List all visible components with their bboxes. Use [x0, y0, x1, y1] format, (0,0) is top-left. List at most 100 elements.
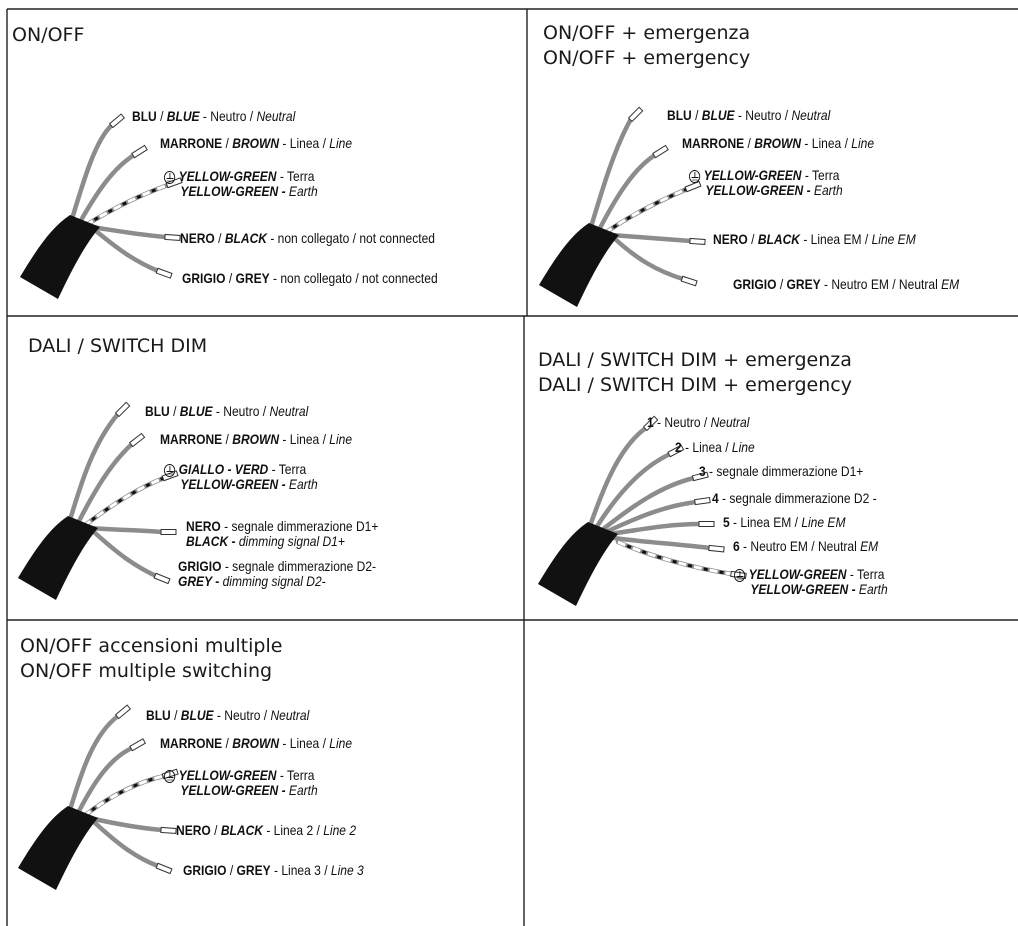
earth-ground-icon: [164, 171, 176, 184]
wire: [608, 232, 706, 246]
wire-label-line: GREY - dimming signal D2-: [178, 574, 376, 589]
wire-stripped-end: [164, 233, 181, 242]
wire: [602, 180, 702, 236]
wire-stripped-end: [160, 529, 177, 535]
earth-ground-icon: [164, 770, 176, 783]
wire-stripped-end: [155, 267, 173, 279]
wire: [69, 113, 126, 222]
label-segment: NERO: [186, 518, 221, 534]
label-segment: - Neutro EM / Neutral: [820, 276, 942, 292]
wire-stripped-end: [128, 432, 146, 448]
wire-stripped-end: [160, 826, 177, 835]
wire: [612, 236, 698, 287]
wire-stripped-end: [129, 738, 147, 752]
label-segment: /: [173, 403, 180, 419]
label-segment: /: [695, 107, 702, 123]
label-segment: Earth: [288, 183, 318, 199]
wire-label: MARRONE / BROWN - Linea / Line: [160, 736, 352, 751]
label-segment: MARRONE: [160, 735, 223, 751]
label-segment: YELLOW-GREEN -: [180, 476, 289, 492]
wire-label: 5 - Linea EM / Line EM: [723, 515, 845, 530]
label-segment: BROWN: [232, 735, 280, 751]
label-segment: /: [751, 231, 758, 247]
label-segment: Line EM: [871, 231, 916, 247]
label-segment: Line: [329, 431, 353, 447]
wire-stripped-end: [153, 572, 171, 585]
cable-sheath: [539, 223, 619, 307]
wire-label: BLU / BLUE - Neutro / Neutral: [667, 108, 830, 123]
label-segment: Line: [329, 735, 353, 751]
wire-label-line: YELLOW-GREEN - Earth: [689, 183, 842, 198]
label-segment: GREY -: [178, 573, 223, 589]
wire: [599, 471, 709, 533]
cable-sheath: [18, 806, 98, 890]
earth-ground-icon: [689, 170, 701, 183]
label-segment: YELLOW-GREEN -: [180, 183, 289, 199]
wire-stripped-end: [114, 401, 131, 418]
label-segment: YELLOW-GREEN: [703, 167, 802, 183]
wire-stripped-end: [642, 415, 659, 432]
cable-diagram: [20, 113, 183, 299]
label-segment: dimming signal D2-: [222, 573, 326, 589]
wire-label-line: YELLOW-GREEN - Terra: [164, 169, 318, 184]
earth-ground-icon: [164, 464, 176, 477]
label-segment: 4: [712, 490, 719, 506]
label-segment: 5: [723, 514, 730, 530]
wire-label: MARRONE / BROWN - Linea / Line: [160, 432, 352, 447]
wire-stripped-end: [698, 521, 715, 527]
panel-title: ON/OFF + emergenza: [543, 22, 751, 44]
label-segment: Earth: [288, 476, 318, 492]
label-segment: Line: [851, 135, 875, 151]
wire-label: NERO / BLACK - non collegato / not conne…: [180, 231, 435, 246]
wire-stripped-end: [684, 180, 702, 193]
label-segment: Line: [329, 135, 353, 151]
label-segment: GRIGIO: [182, 270, 226, 286]
wire: [67, 704, 132, 813]
wire: [596, 144, 669, 233]
label-segment: - segnale dimmerazione D2 -: [718, 490, 877, 506]
label-segment: GREY: [786, 276, 821, 292]
label-segment: - Linea /: [801, 135, 852, 151]
wire-label: MARRONE / BROWN - Linea / Line: [160, 136, 352, 151]
wire: [611, 535, 725, 553]
wire-stripped-end: [667, 444, 685, 458]
label-segment: /: [225, 431, 233, 447]
wire-label-line: YELLOW-GREEN - Earth: [734, 581, 888, 597]
label-segment: - non collegato / not connected: [269, 270, 438, 286]
wire-stripped-end: [680, 275, 698, 287]
panel-title: DALI / SWITCH DIM: [28, 335, 208, 357]
wire-stripped-end: [689, 237, 706, 246]
earth-ground-icon: [734, 569, 746, 582]
wire-stripped-end: [108, 113, 126, 129]
label-segment: /: [218, 230, 225, 246]
label-segment: - Terra: [801, 167, 840, 183]
label-segment: - segnale dimmerazione D1+: [705, 463, 864, 479]
label-segment: - Neutro /: [212, 403, 270, 419]
label-segment: BLACK -: [186, 533, 239, 549]
label-segment: BLU: [146, 707, 171, 723]
label-segment: GIALLO - VERD: [178, 461, 269, 477]
label-segment: - Neutro /: [199, 108, 257, 124]
label-segment: BLACK: [220, 822, 263, 838]
label-segment: - segnale dimmerazione D1+: [220, 518, 379, 534]
wire-label-line: YELLOW-GREEN - Earth: [164, 183, 318, 199]
wire: [587, 415, 659, 529]
label-segment: - non collegato / not connected: [266, 230, 435, 246]
label-segment: Earth: [858, 581, 888, 597]
label-segment: YELLOW-GREEN: [178, 168, 277, 184]
label-segment: /: [160, 108, 167, 124]
wire-label-line: YELLOW-GREEN - Terra: [734, 567, 888, 582]
label-segment: GRIGIO: [178, 558, 222, 574]
wire: [607, 521, 715, 537]
label-segment: YELLOW-GREEN -: [750, 581, 859, 597]
label-segment: - Neutro /: [734, 107, 792, 123]
label-segment: - Linea /: [681, 439, 732, 455]
label-segment: BLUE: [166, 108, 200, 124]
label-segment: 6: [733, 538, 740, 554]
wire: [91, 529, 171, 585]
panel-title: ON/OFF: [12, 24, 85, 46]
